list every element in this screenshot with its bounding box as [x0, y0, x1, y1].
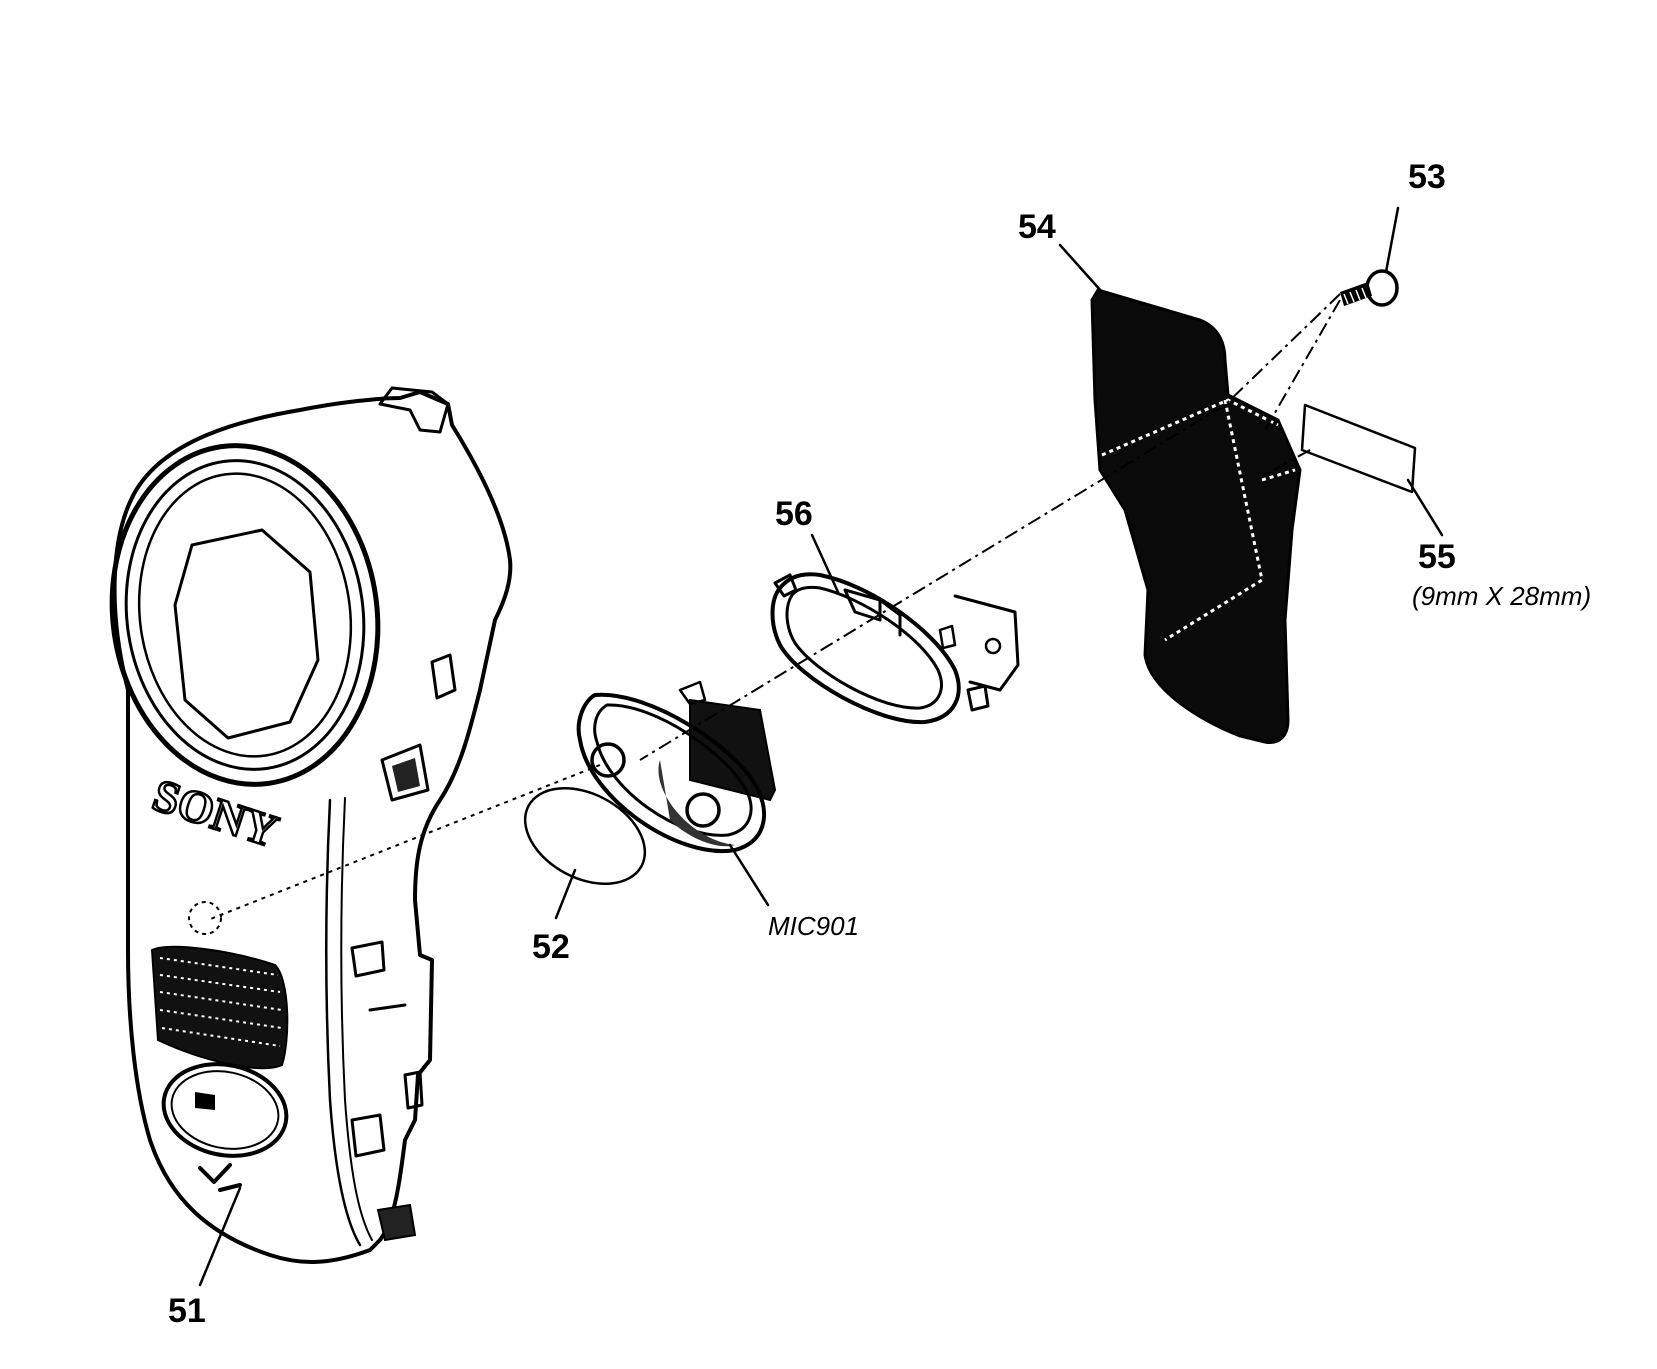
front-casing: SONY	[109, 386, 513, 1287]
part-53-screw	[1340, 206, 1400, 307]
alignment-guides	[207, 293, 1341, 921]
callout-56: 56	[775, 495, 813, 533]
callout-55-size: (9mm X 28mm)	[1412, 581, 1591, 611]
part-52-oval-window	[523, 787, 647, 920]
part-54-shield-sheet	[1058, 243, 1302, 745]
callout-52: 52	[532, 928, 570, 966]
callout-55: 55	[1418, 538, 1456, 576]
screw-hole-marker	[188, 901, 222, 935]
part-56-holder	[770, 533, 1020, 725]
callout-labels: 53 54 56 55 (9mm X 28mm) 52 MIC901 51	[168, 158, 1591, 1330]
callout-51: 51	[168, 1292, 206, 1330]
callout-54: 54	[1018, 208, 1056, 246]
part-mic901-microphone	[576, 680, 777, 907]
speaker-grille	[150, 945, 289, 1070]
callout-mic901: MIC901	[768, 911, 859, 941]
part-55-label	[1300, 403, 1444, 537]
callout-53: 53	[1408, 158, 1446, 196]
